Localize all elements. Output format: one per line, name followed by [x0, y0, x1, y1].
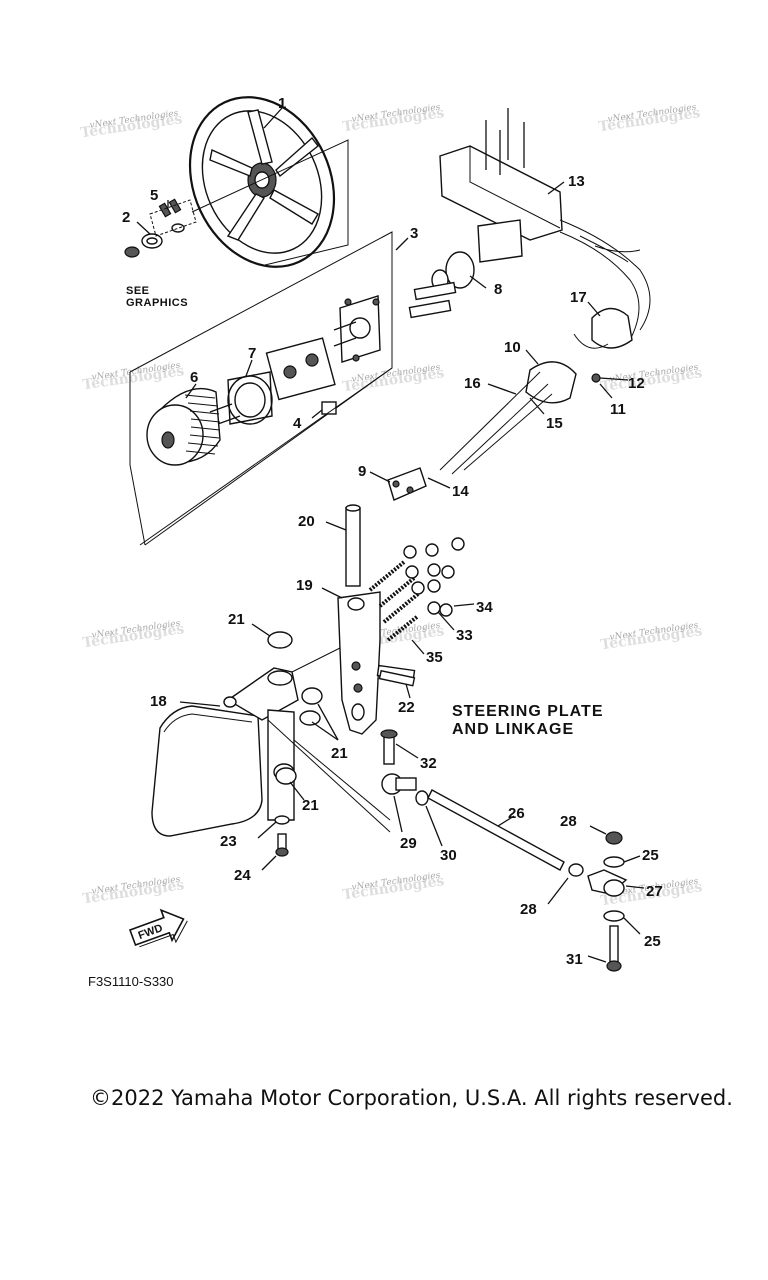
- column-plane-edge: [129, 372, 146, 546]
- callout-24: 24: [234, 867, 251, 884]
- callout-32: 32: [420, 755, 437, 772]
- wheel-plane-outline: [191, 139, 349, 266]
- steering-plate: [151, 667, 299, 837]
- callout-4: 4: [293, 415, 302, 432]
- wheel-nut-assembly: [124, 198, 197, 258]
- steering-rod: [427, 789, 565, 871]
- cable-assembly: [387, 307, 633, 501]
- callout-5: 5: [150, 187, 158, 204]
- callout-18: 18: [150, 693, 167, 710]
- bushings: [267, 631, 323, 785]
- fwd-arrow: FWD: [128, 908, 188, 948]
- see-graphics-line-1: SEE: [126, 285, 150, 297]
- callout-29: 29: [400, 835, 417, 852]
- callout-15: 15: [546, 415, 563, 432]
- callout-30: 30: [440, 847, 457, 864]
- title-line-2: AND LINKAGE: [452, 721, 574, 738]
- callout-21-mid: 21: [331, 745, 348, 762]
- see-graphics-line-2: GRAPHICS: [126, 297, 188, 309]
- column-plane-outline: [129, 231, 393, 546]
- helm-unit: [408, 108, 651, 341]
- callout-26: 26: [508, 805, 525, 822]
- see-graphics-note: SEE GRAPHICS: [126, 285, 188, 309]
- title-line-1: STEERING PLATE: [452, 703, 604, 720]
- callout-6: 6: [190, 369, 198, 386]
- column-ring: [227, 371, 273, 425]
- callout-25-bottom: 25: [644, 933, 661, 950]
- callout-11: 11: [610, 401, 626, 418]
- leader-lines: [136, 107, 645, 963]
- callout-1: 1: [278, 95, 286, 112]
- callout-labels: 1 2 3 4 5 6 7 8 9 10 11 12 13 14 15 16 1…: [122, 95, 663, 968]
- rod-end-assembly: [380, 729, 429, 806]
- callout-10: 10: [504, 339, 521, 356]
- column-mechanism: [209, 295, 381, 425]
- steering-wheel: [188, 96, 336, 268]
- callout-28-bottom: 28: [520, 901, 537, 918]
- callout-31: 31: [566, 951, 583, 968]
- callout-35: 35: [426, 649, 443, 666]
- diagram-title: STEERING PLATE AND LINKAGE: [452, 703, 604, 738]
- callout-20: 20: [298, 513, 315, 530]
- callout-8: 8: [494, 281, 502, 298]
- callout-25-top: 25: [642, 847, 659, 864]
- arm-fasteners: [368, 537, 465, 642]
- callout-2: 2: [122, 209, 130, 226]
- callout-12: 12: [628, 375, 645, 392]
- callout-22: 22: [398, 699, 415, 716]
- callout-21-bottom: 21: [302, 797, 319, 814]
- callout-34: 34: [476, 599, 493, 616]
- plate-bolt: [274, 815, 290, 857]
- callout-13: 13: [568, 173, 585, 190]
- steering-shaft: [345, 504, 361, 587]
- callout-28-top: 28: [560, 813, 577, 830]
- callout-7: 7: [248, 345, 256, 362]
- callout-14: 14: [452, 483, 469, 500]
- bolt-22: [378, 669, 416, 687]
- callout-17: 17: [570, 289, 587, 306]
- callout-9: 9: [358, 463, 366, 480]
- callout-16: 16: [464, 375, 481, 392]
- callout-33: 33: [456, 627, 473, 644]
- linkage-lines: [139, 367, 393, 833]
- callout-3: 3: [410, 225, 418, 242]
- column-cover: [146, 387, 221, 466]
- callout-19: 19: [296, 577, 313, 594]
- diagram-code: F3S1110-S330: [88, 974, 174, 989]
- copyright-notice: ©2022 Yamaha Motor Corporation, U.S.A. A…: [90, 1086, 733, 1110]
- callout-23: 23: [220, 833, 237, 850]
- steering-arm: [337, 591, 416, 735]
- callout-21-top: 21: [228, 611, 245, 628]
- callout-27: 27: [646, 883, 663, 900]
- rod-end-right: [568, 831, 628, 972]
